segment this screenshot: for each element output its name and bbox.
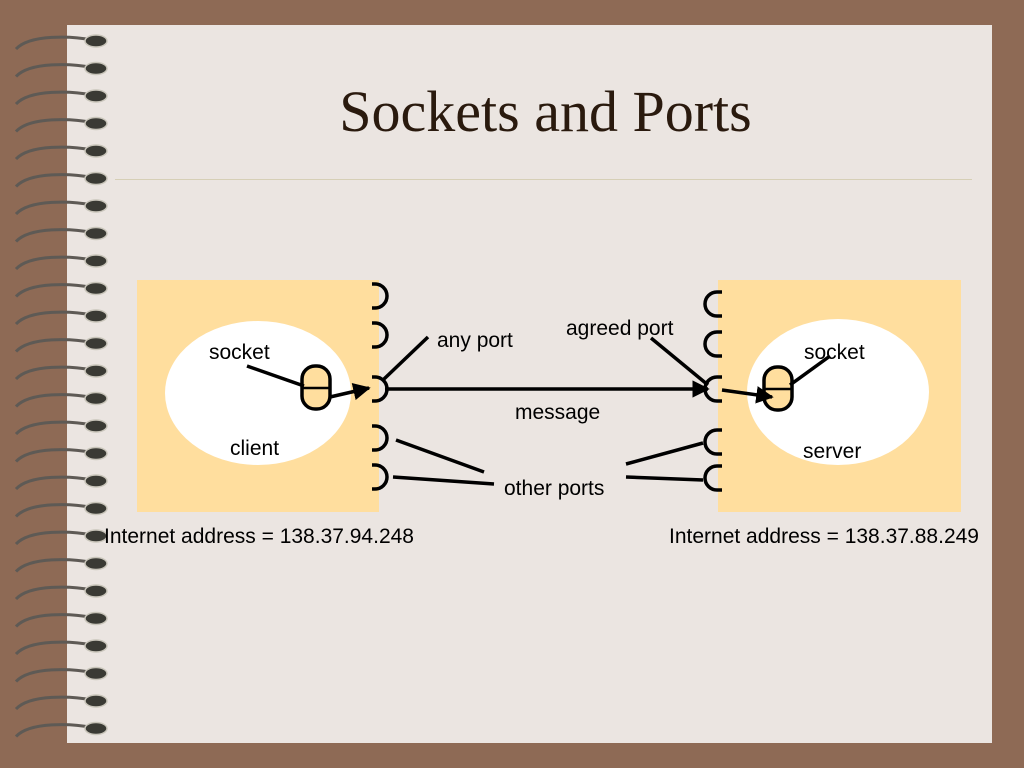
server-socket-pointer xyxy=(788,354,832,387)
any-port-pointer xyxy=(382,335,430,381)
binding-hole xyxy=(84,474,108,488)
port-to-server-socket-arrow xyxy=(721,386,774,404)
other-ports-pointer-client-1 xyxy=(395,438,485,474)
any-port-label: any port xyxy=(437,329,513,352)
client-address: Internet address = 138.37.94.248 xyxy=(104,525,414,548)
client-label: client xyxy=(230,437,280,460)
binding-hole xyxy=(84,556,108,571)
client-port-2 xyxy=(372,321,389,349)
binding-hole xyxy=(84,639,108,653)
binding-hole xyxy=(84,309,108,323)
binding-hole xyxy=(84,254,108,268)
client-socket-pointer xyxy=(246,364,305,388)
binding-hole xyxy=(84,226,108,241)
client-port-1 xyxy=(372,282,389,310)
binding-hole xyxy=(84,281,108,296)
binding-hole xyxy=(84,501,108,516)
server-port-1 xyxy=(703,290,722,318)
server-socket-label: socket xyxy=(804,341,865,364)
server-address: Internet address = 138.37.88.249 xyxy=(669,525,979,548)
binding-hole xyxy=(84,529,108,543)
slide-title: Sockets and Ports xyxy=(339,79,752,144)
binding-hole xyxy=(84,61,108,76)
other-ports-pointer-server-2 xyxy=(625,475,704,482)
binding-hole xyxy=(84,116,108,131)
client-port-5 xyxy=(372,463,389,491)
binding-hole xyxy=(84,199,108,213)
title-divider xyxy=(115,179,972,180)
client-socket-to-port-arrow xyxy=(329,383,371,401)
binding-hole xyxy=(84,666,108,681)
binding-hole xyxy=(84,611,108,626)
client-ellipse xyxy=(165,321,351,465)
other-ports-pointer-server-1 xyxy=(625,441,704,466)
server-port-5 xyxy=(703,464,722,492)
other-ports-label: other ports xyxy=(504,477,605,500)
binding-hole xyxy=(84,446,108,461)
server-label: server xyxy=(803,440,862,463)
binding-hole xyxy=(84,584,108,598)
binding-hole xyxy=(84,694,108,708)
binding-hole xyxy=(84,364,108,378)
binding-hole xyxy=(84,34,108,48)
binding-hole xyxy=(84,171,108,186)
server-ellipse xyxy=(747,319,929,465)
agreed-port-pointer xyxy=(649,336,710,387)
binding-hole xyxy=(84,419,108,433)
binding-hole xyxy=(84,721,108,736)
other-ports-pointer-client-2 xyxy=(392,475,495,486)
binding-hole xyxy=(84,336,108,351)
binding-hole xyxy=(84,144,108,158)
message-label: message xyxy=(515,401,601,424)
client-socket-label: socket xyxy=(209,341,270,364)
client-port-4 xyxy=(372,424,389,452)
spiral-binding xyxy=(14,34,108,738)
binding-hole xyxy=(84,391,108,406)
server-port-2 xyxy=(703,330,722,358)
binding-hole xyxy=(84,89,108,103)
server-port-4 xyxy=(703,428,722,456)
agreed-port-label: agreed port xyxy=(566,317,674,340)
